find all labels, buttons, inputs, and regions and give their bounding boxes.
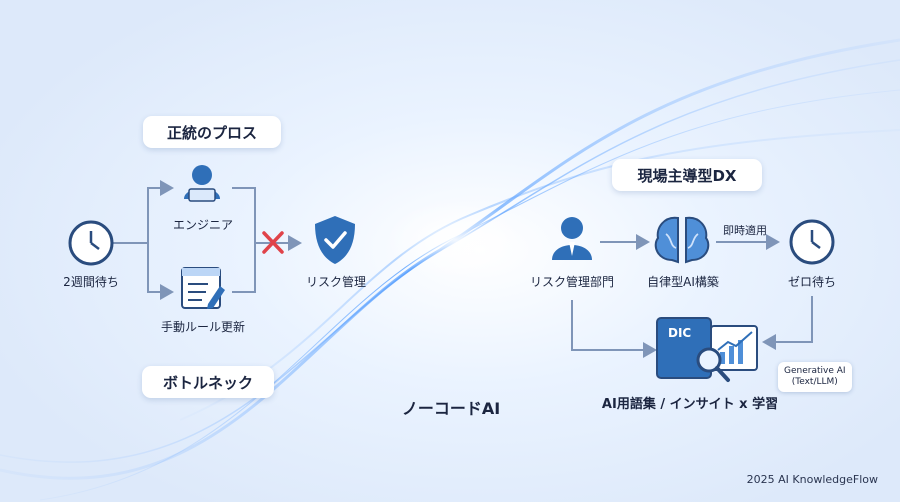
field-led-dx-title: 現場主導型DX: [612, 159, 762, 191]
clock-icon-right: [789, 219, 835, 265]
right-arrows: [571, 234, 813, 358]
generative-ai-tag-line2: (Text/LLM): [791, 377, 838, 387]
manual-rule-label: 手動ルール更新: [160, 320, 246, 334]
zero-wait-label: ゼロ待ち: [787, 275, 837, 289]
wait-label: 2週間待ち: [63, 275, 119, 289]
document-edit-icon: [181, 267, 225, 309]
block-cross-icon: [262, 231, 284, 254]
footer-credit: 2025 AI KnowledgeFlow: [746, 473, 878, 486]
glossary-label: AI用語集 / インサイト x 学習: [601, 397, 779, 412]
generative-ai-tag-line1: Generative AI: [784, 366, 846, 376]
risk-label: リスク管理: [305, 275, 367, 289]
dic-badge: DIC: [668, 326, 692, 340]
orthodox-process-title: 正統のプロス: [143, 116, 281, 148]
bottleneck-label: ボトルネック: [142, 366, 274, 398]
engineer-label: エンジニア: [172, 218, 234, 232]
generative-ai-tag: Generative AI (Text/LLM): [778, 362, 852, 392]
wave-glow: [385, 200, 525, 280]
clock-icon: [68, 220, 114, 266]
risk-dept-label: リスク管理部門: [529, 275, 615, 289]
left-arrows: [112, 180, 302, 300]
instant-apply-label: 即時適用: [723, 224, 767, 237]
engineer-icon: [184, 165, 220, 202]
manager-icon: [552, 217, 592, 260]
autonomous-ai-label: 自律型AI構築: [647, 275, 719, 289]
brain-icon: [654, 216, 710, 264]
no-code-ai-label: ノーコードAI: [401, 399, 501, 418]
shield-check-icon: [315, 216, 355, 264]
dictionary-chart-icon: [656, 317, 758, 382]
